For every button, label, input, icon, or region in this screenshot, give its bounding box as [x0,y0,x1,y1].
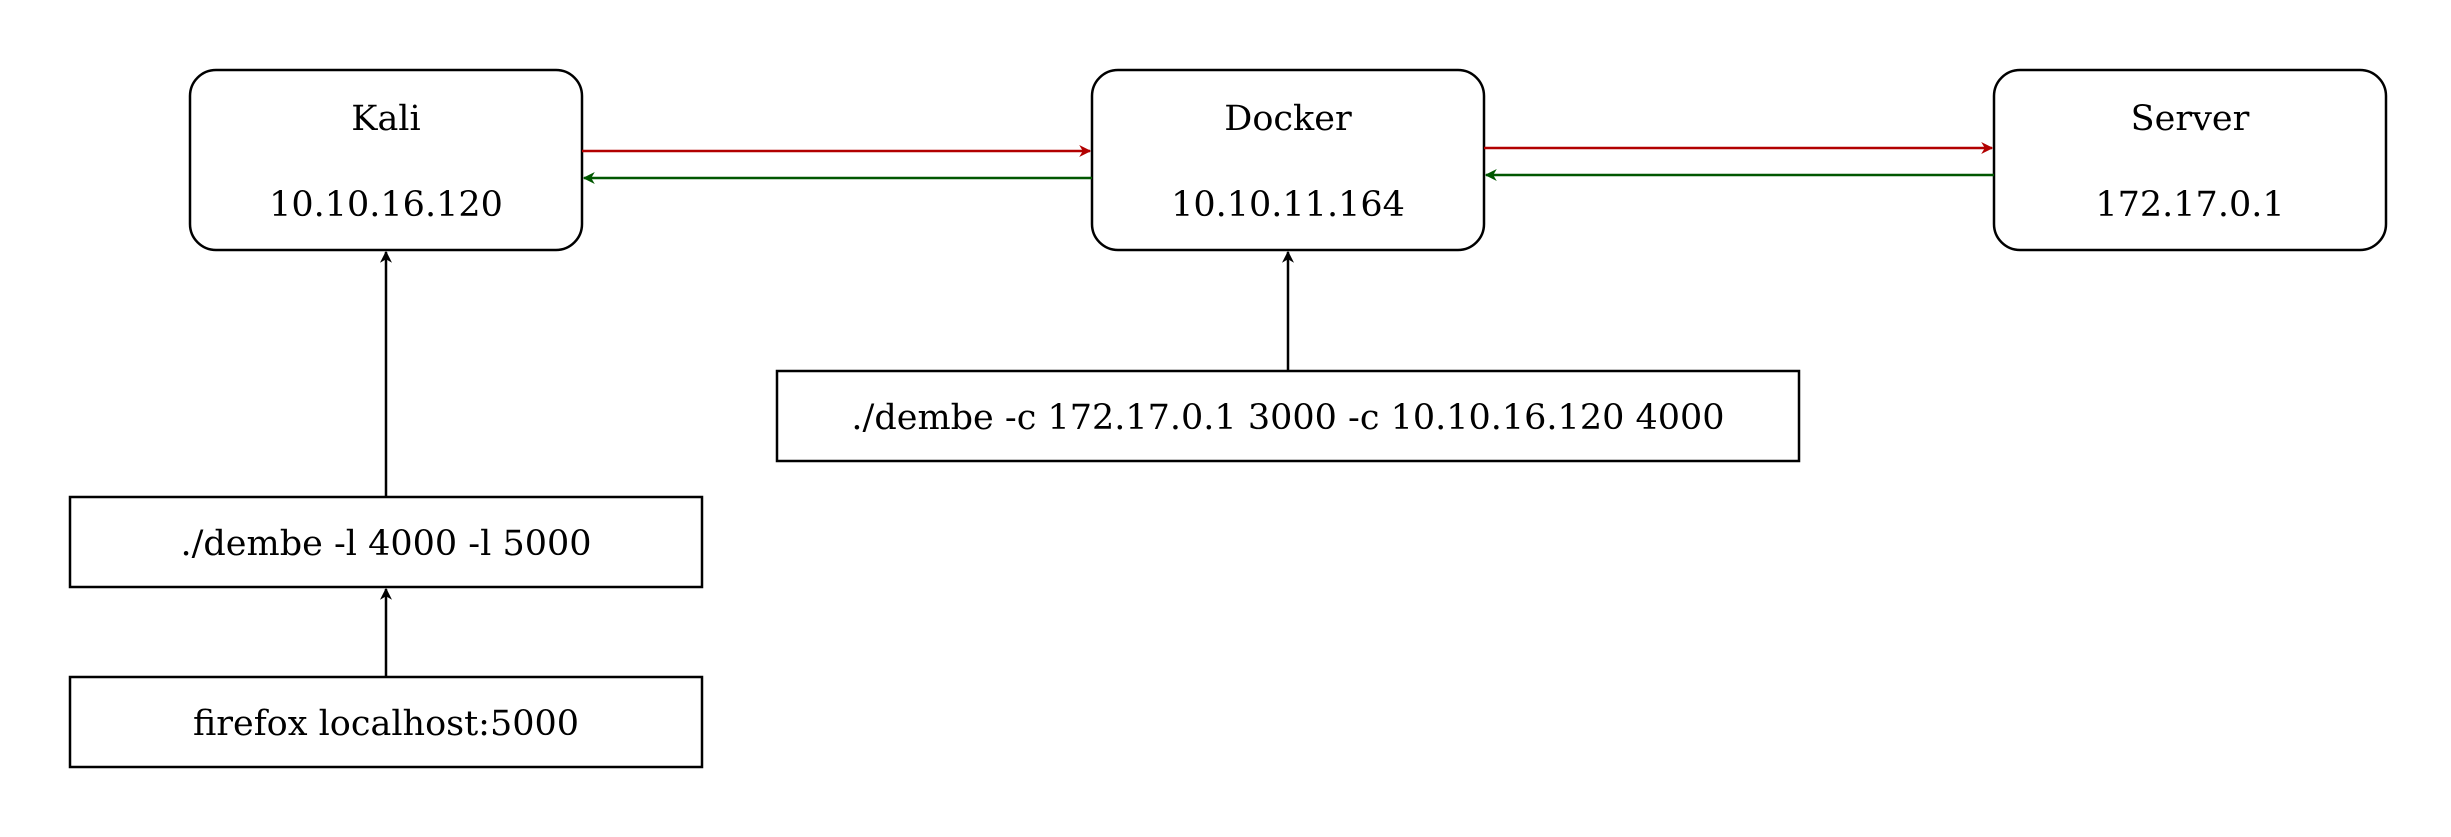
docker-connector-command-box: ./dembe -c 172.17.0.1 3000 -c 10.10.16.1… [775,369,1801,463]
kali-ip: 10.10.16.120 [269,185,503,225]
kali-title: Kali [351,99,420,139]
docker-node: Docker 10.10.11.164 [1090,68,1486,252]
docker-ip: 10.10.11.164 [1171,185,1405,225]
server-node: Server 172.17.0.1 [1992,68,2388,252]
server-title: Server [2131,99,2250,139]
firefox-command-box: firefox localhost:5000 [68,675,704,769]
firefox-command: firefox localhost:5000 [193,704,579,744]
docker-title: Docker [1224,99,1352,139]
kali-node: Kali 10.10.16.120 [188,68,584,252]
docker-connector-command: ./dembe -c 172.17.0.1 3000 -c 10.10.16.1… [851,398,1724,438]
server-ip: 172.17.0.1 [2095,185,2284,225]
kali-listener-command-box: ./dembe -l 4000 -l 5000 [68,495,704,589]
kali-listener-command: ./dembe -l 4000 -l 5000 [180,524,591,564]
